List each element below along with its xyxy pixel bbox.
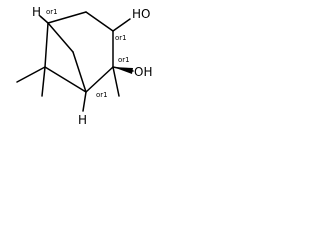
bond-c1-c6 (44, 22, 49, 68)
atom-h-top: H (32, 5, 41, 19)
bond-c7-c2 (72, 51, 87, 93)
bond-c1-h (39, 15, 49, 24)
bond-c3-methyl (112, 66, 120, 97)
bond-c3-c2 (85, 66, 114, 93)
stereo-label-c-top-right: or1 (115, 34, 127, 42)
atom-labels: H H HO OH (32, 5, 152, 127)
bond-c6-c2 (44, 66, 87, 93)
atom-h-bottom: H (78, 113, 87, 127)
bond-c1-c5 (47, 11, 87, 24)
stereo-label-c-top-left: or1 (46, 8, 58, 16)
bond-c6-methyl-left (16, 66, 46, 83)
wedge-bond-c3-oh (113, 67, 133, 74)
stereo-labels: or1 or1 or1 or1 (46, 8, 130, 99)
molecule-canvas: H H HO OH or1 or1 or1 or1 (0, 0, 170, 138)
bond-c4-oh (112, 18, 131, 32)
stereo-label-c-bottom: or1 (96, 91, 108, 99)
bond-c5-c4 (85, 11, 114, 32)
atom-oh-right: OH (134, 65, 152, 79)
bond-c6-methyl-down (41, 66, 46, 97)
atom-oh-top: HO (132, 7, 150, 21)
molecule-structure: H H HO OH or1 or1 or1 or1 (16, 5, 152, 127)
bond-c1-c7 (47, 22, 74, 53)
stereo-label-c-mid-right: or1 (118, 56, 130, 64)
skeleton-bonds (16, 11, 134, 112)
bond-c2-h (82, 91, 87, 112)
